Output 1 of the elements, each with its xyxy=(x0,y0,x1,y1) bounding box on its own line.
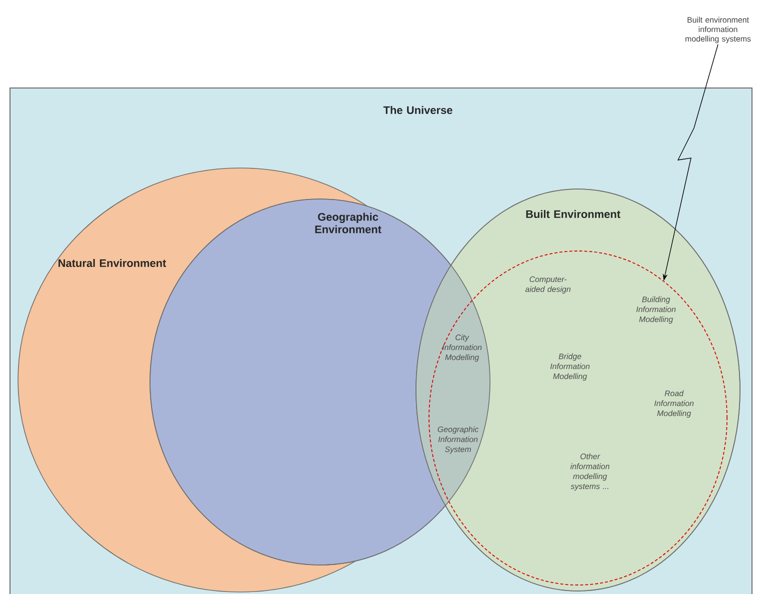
dashed-circle xyxy=(428,250,728,586)
